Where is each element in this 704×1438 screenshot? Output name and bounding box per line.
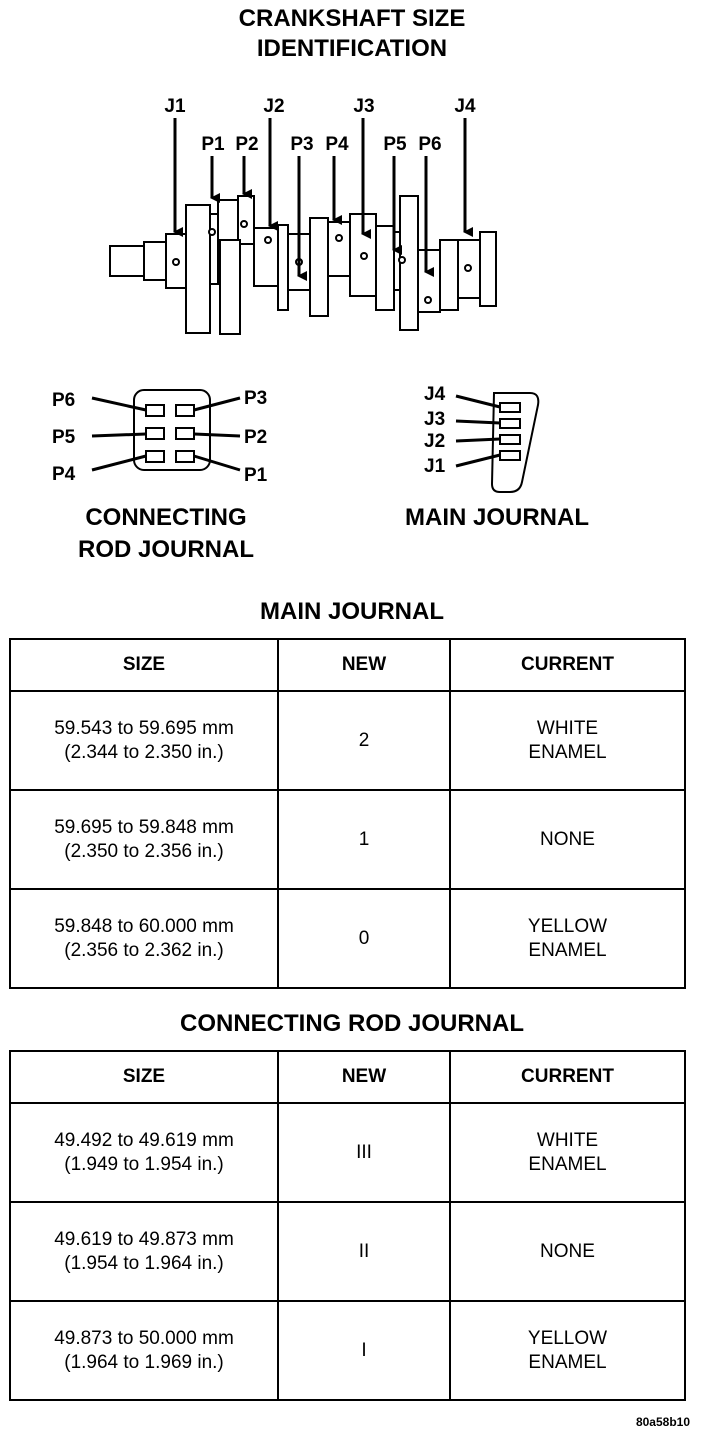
size-in: (1.964 to 1.969 in.) (64, 1351, 224, 1373)
table-header-row: SIZE NEW CURRENT (9, 1050, 686, 1104)
label-p1: P1 (201, 134, 225, 155)
header-size: SIZE (9, 1050, 279, 1104)
header-new: NEW (277, 1050, 451, 1104)
main-mark-j4: J4 (424, 384, 446, 405)
size-cell: 59.543 to 59.695 mm (2.344 to 2.350 in.) (9, 690, 279, 791)
rod-table-title: CONNECTING ROD JOURNAL (179, 1010, 524, 1037)
current-cell: YELLOW ENAMEL (449, 888, 686, 989)
table-row: 59.543 to 59.695 mm (2.344 to 2.350 in.)… (9, 690, 686, 791)
table-row: 59.848 to 60.000 mm (2.356 to 2.362 in.)… (9, 888, 686, 989)
label-p4: P4 (325, 134, 349, 155)
label-j2: J2 (263, 96, 284, 117)
new-cell: 1 (277, 789, 451, 890)
main-mark-j3: J3 (424, 409, 445, 430)
size-mm: 59.695 to 59.848 mm (54, 816, 234, 838)
new-cell: III (277, 1102, 451, 1203)
size-cell: 59.695 to 59.848 mm (2.350 to 2.356 in.) (9, 789, 279, 890)
rod-caption-line-1: CONNECTING (85, 504, 246, 531)
title-line-2: IDENTIFICATION (256, 35, 448, 62)
size-mm: 59.848 to 60.000 mm (54, 915, 234, 937)
size-mm: 49.492 to 49.619 mm (54, 1129, 234, 1151)
main-table-title: MAIN JOURNAL (260, 598, 444, 625)
current-line-1: YELLOW (527, 1327, 608, 1349)
size-mm: 49.873 to 50.000 mm (54, 1327, 234, 1349)
current-line-1: NONE (540, 1240, 595, 1262)
current-line-1: WHITE (536, 717, 599, 739)
size-cell: 49.873 to 50.000 mm (1.964 to 1.969 in.) (9, 1300, 279, 1401)
main-caption: MAIN JOURNAL (405, 504, 589, 531)
table-row: 59.695 to 59.848 mm (2.350 to 2.356 in.)… (9, 789, 686, 890)
current-cell: WHITE ENAMEL (449, 690, 686, 791)
current-line-2: ENAMEL (528, 741, 607, 763)
size-cell: 59.848 to 60.000 mm (2.356 to 2.362 in.) (9, 888, 279, 989)
label-j4: J4 (454, 96, 476, 117)
current-cell: NONE (449, 1201, 686, 1302)
header-current: CURRENT (449, 1050, 686, 1104)
current-cell: YELLOW ENAMEL (449, 1300, 686, 1401)
size-in: (2.350 to 2.356 in.) (64, 840, 224, 862)
current-line-1: YELLOW (527, 915, 608, 937)
current-line-2: ENAMEL (528, 1153, 607, 1175)
main-mark-j2: J2 (424, 431, 445, 452)
rod-journal-table: SIZE NEW CURRENT 49.492 to 49.619 mm (1.… (9, 1050, 686, 1401)
rod-mark-p4: P4 (52, 464, 76, 485)
header-current: CURRENT (449, 638, 686, 692)
size-in: (2.356 to 2.362 in.) (64, 939, 224, 961)
rod-caption-line-2: ROD JOURNAL (78, 536, 254, 563)
current-line-2: ENAMEL (528, 1351, 607, 1373)
label-p5: P5 (383, 134, 407, 155)
figure-id: 80a58b10 (635, 1415, 690, 1429)
crankshaft-drawing (109, 195, 497, 335)
crankshaft-diagram: J1 J2 J3 J4 P1 P2 P3 P4 P5 P6 P6 (52, 96, 589, 563)
size-in: (1.954 to 1.964 in.) (64, 1252, 224, 1274)
main-journal-table: SIZE NEW CURRENT 59.543 to 59.695 mm (2.… (9, 638, 686, 989)
main-mark-j1: J1 (424, 456, 446, 477)
label-p6: P6 (418, 134, 441, 155)
label-p3: P3 (290, 134, 313, 155)
size-cell: 49.492 to 49.619 mm (1.949 to 1.954 in.) (9, 1102, 279, 1203)
current-line-2: ENAMEL (528, 939, 607, 961)
table-row: 49.873 to 50.000 mm (1.964 to 1.969 in.)… (9, 1300, 686, 1401)
new-cell: I (277, 1300, 451, 1401)
size-mm: 49.619 to 49.873 mm (54, 1228, 234, 1250)
label-j3: J3 (353, 96, 374, 117)
current-cell: WHITE ENAMEL (449, 1102, 686, 1203)
rod-mark-p3: P3 (244, 388, 267, 409)
new-cell: II (277, 1201, 451, 1302)
header-size: SIZE (9, 638, 279, 692)
rod-journal-marking: P6 P5 P4 P3 P2 P1 CONNECTING ROD JOURNAL (52, 388, 268, 563)
table-row: 49.492 to 49.619 mm (1.949 to 1.954 in.)… (9, 1102, 686, 1203)
current-line-1: NONE (540, 828, 595, 850)
header-new: NEW (277, 638, 451, 692)
size-mm: 59.543 to 59.695 mm (54, 717, 234, 739)
rod-mark-p5: P5 (52, 427, 76, 448)
new-cell: 0 (277, 888, 451, 989)
title-line-1: CRANKSHAFT SIZE (238, 5, 466, 32)
label-j1: J1 (164, 96, 186, 117)
size-cell: 49.619 to 49.873 mm (1.954 to 1.964 in.) (9, 1201, 279, 1302)
page-title: CRANKSHAFT SIZE IDENTIFICATION (0, 4, 704, 64)
new-cell: 2 (277, 690, 451, 791)
size-in: (2.344 to 2.350 in.) (64, 741, 224, 763)
crank-arrows (173, 118, 473, 281)
size-in: (1.949 to 1.954 in.) (64, 1153, 224, 1175)
rod-mark-p6: P6 (52, 390, 75, 411)
current-cell: NONE (449, 789, 686, 890)
current-line-1: WHITE (536, 1129, 599, 1151)
rod-mark-p1: P1 (244, 465, 268, 486)
table-header-row: SIZE NEW CURRENT (9, 638, 686, 692)
table-row: 49.619 to 49.873 mm (1.954 to 1.964 in.)… (9, 1201, 686, 1302)
rod-mark-p2: P2 (244, 427, 267, 448)
main-journal-marking: J4 J3 J2 J1 MAIN JOURNAL (405, 384, 589, 531)
label-p2: P2 (235, 134, 258, 155)
